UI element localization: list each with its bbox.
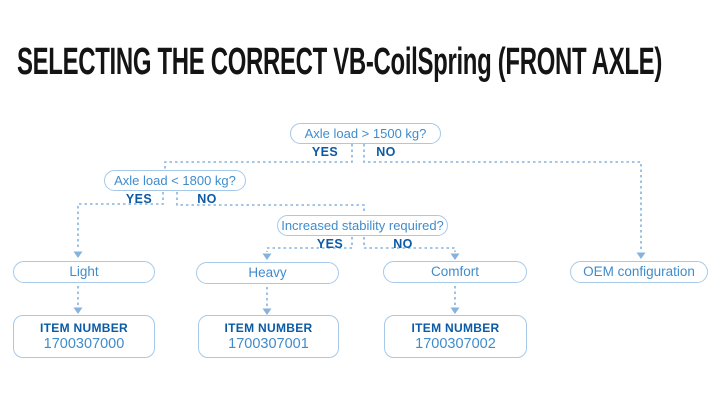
- item-number-value: 1700307002: [415, 335, 496, 352]
- decision-3-yes-label: YES: [316, 237, 344, 251]
- item-number-label: ITEM NUMBER: [40, 320, 128, 335]
- outcome-oem-configuration: OEM configuration: [570, 261, 708, 283]
- connector-d3-yes: [266, 237, 353, 252]
- arrowhead-heavy-icon: [262, 253, 272, 260]
- item-number-value: 1700307000: [43, 335, 125, 352]
- item-number-box-heavy: ITEM NUMBER 1700307001: [198, 315, 339, 358]
- connector-d2-no: [176, 192, 365, 214]
- decision-axle-load-1800: Axle load < 1800 kg?: [104, 170, 246, 191]
- connector-d1-yes: [164, 144, 353, 170]
- decision-1-no-label: NO: [376, 145, 396, 159]
- item-number-box-light: ITEM NUMBER 1700307000: [13, 315, 155, 358]
- item-number-box-comfort: ITEM NUMBER 1700307002: [384, 315, 527, 358]
- item-number-value: 1700307001: [228, 335, 309, 352]
- decision-1-yes-label: YES: [311, 145, 339, 159]
- outcome-comfort: Comfort: [383, 261, 527, 283]
- connector-d3-no: [363, 237, 456, 252]
- decision-2-yes-label: YES: [125, 192, 153, 206]
- decision-axle-load-1500: Axle load > 1500 kg?: [290, 123, 441, 144]
- arrowhead-comfort-icon: [450, 253, 460, 260]
- arrowhead-item2-icon: [262, 308, 272, 315]
- arrowhead-light-icon: [73, 251, 83, 258]
- arrowhead-item3-icon: [450, 307, 460, 314]
- connector-d1-no: [363, 144, 642, 251]
- item-number-label: ITEM NUMBER: [411, 320, 500, 335]
- item-number-label: ITEM NUMBER: [224, 320, 313, 335]
- arrowhead-item1-icon: [73, 307, 83, 314]
- decision-3-no-label: NO: [393, 237, 413, 251]
- outcome-heavy: Heavy: [196, 262, 339, 284]
- arrowhead-oem-icon: [636, 252, 646, 259]
- decision-2-no-label: NO: [197, 192, 217, 206]
- page-title: SELECTING THE CORRECT VB-CoilSpring (FRO…: [17, 41, 662, 83]
- decision-stability: Increased stability required?: [277, 215, 448, 236]
- outcome-light: Light: [13, 261, 155, 283]
- connector-d2-yes: [77, 192, 164, 250]
